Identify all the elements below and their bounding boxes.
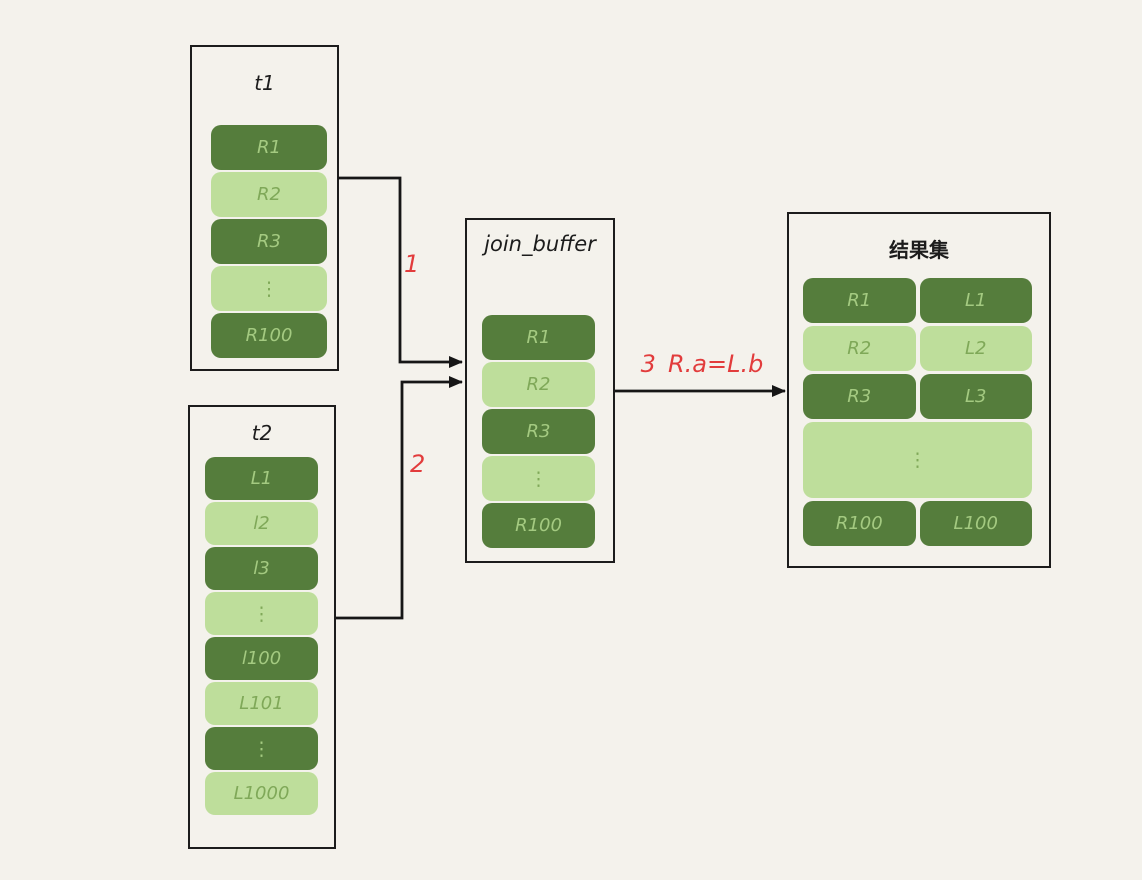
result-set-title: 结果集 [889, 238, 949, 262]
table-row: R3 [482, 409, 595, 454]
table-row: L1 [205, 457, 318, 500]
result-row: R3 L3 [803, 374, 1032, 419]
result-row: R1 L1 [803, 278, 1032, 323]
result-set-rows: R1 L1 R2 L2 R3 L3 ⋮ R100 L100 [803, 278, 1032, 546]
arrow-t2-to-join-buffer [336, 376, 463, 620]
result-cell-right: L1 [919, 278, 1032, 323]
ellipsis-row: ⋮ [482, 456, 595, 501]
result-row: R2 L2 [803, 326, 1032, 371]
step-3-condition: R.a=L.b [667, 350, 764, 378]
join-buffer-title: join_buffer [484, 232, 596, 256]
step-1-label: 1 [404, 250, 420, 278]
join-buffer-rows: R1 R2 R3 ⋮ R100 [482, 315, 595, 548]
result-cell-left: R2 [803, 326, 916, 371]
table-t1-title: t1 [254, 71, 275, 95]
ellipsis-row: ⋮ [205, 727, 318, 770]
table-row: l2 [205, 502, 318, 545]
table-row: L1000 [205, 772, 318, 815]
result-cell-left: R100 [803, 501, 916, 546]
table-row: R100 [211, 313, 327, 358]
table-row: L101 [205, 682, 318, 725]
result-row: R100 L100 [803, 501, 1032, 546]
result-cell-right: L100 [919, 501, 1032, 546]
step-2-label: 2 [410, 450, 426, 478]
table-row: l3 [205, 547, 318, 590]
result-cell-left: R1 [803, 278, 916, 323]
result-set: 结果集 R1 L1 R2 L2 R3 L3 ⋮ R100 L100 [787, 212, 1051, 568]
result-cell-left: R3 [803, 374, 916, 419]
table-row: R3 [211, 219, 327, 264]
ellipsis-row: ⋮ [205, 592, 318, 635]
table-t2-title: t2 [251, 421, 273, 445]
table-row: R100 [482, 503, 595, 548]
result-cell-right: L3 [919, 374, 1032, 419]
table-t2: t2 L1 l2 l3 ⋮ l100 L101 ⋮ L1000 [188, 405, 336, 849]
step-3-label: 3 R.a=L.b [618, 350, 786, 378]
join-buffer: join_buffer R1 R2 R3 ⋮ R100 [465, 218, 615, 563]
result-cell-right: L2 [919, 326, 1032, 371]
table-t2-rows: L1 l2 l3 ⋮ l100 L101 ⋮ L1000 [205, 457, 318, 815]
arrow-t1-to-join-buffer [338, 176, 463, 368]
ellipsis-row: ⋮ [211, 266, 327, 311]
table-row: l100 [205, 637, 318, 680]
table-t1-rows: R1 R2 R3 ⋮ R100 [211, 125, 327, 358]
table-row: R1 [211, 125, 327, 170]
table-row: R2 [211, 172, 327, 217]
ellipsis-row: ⋮ [803, 422, 1032, 498]
table-row: R1 [482, 315, 595, 360]
table-t1: t1 R1 R2 R3 ⋮ R100 [190, 45, 339, 371]
step-3-number: 3 [640, 350, 656, 378]
table-row: R2 [482, 362, 595, 407]
